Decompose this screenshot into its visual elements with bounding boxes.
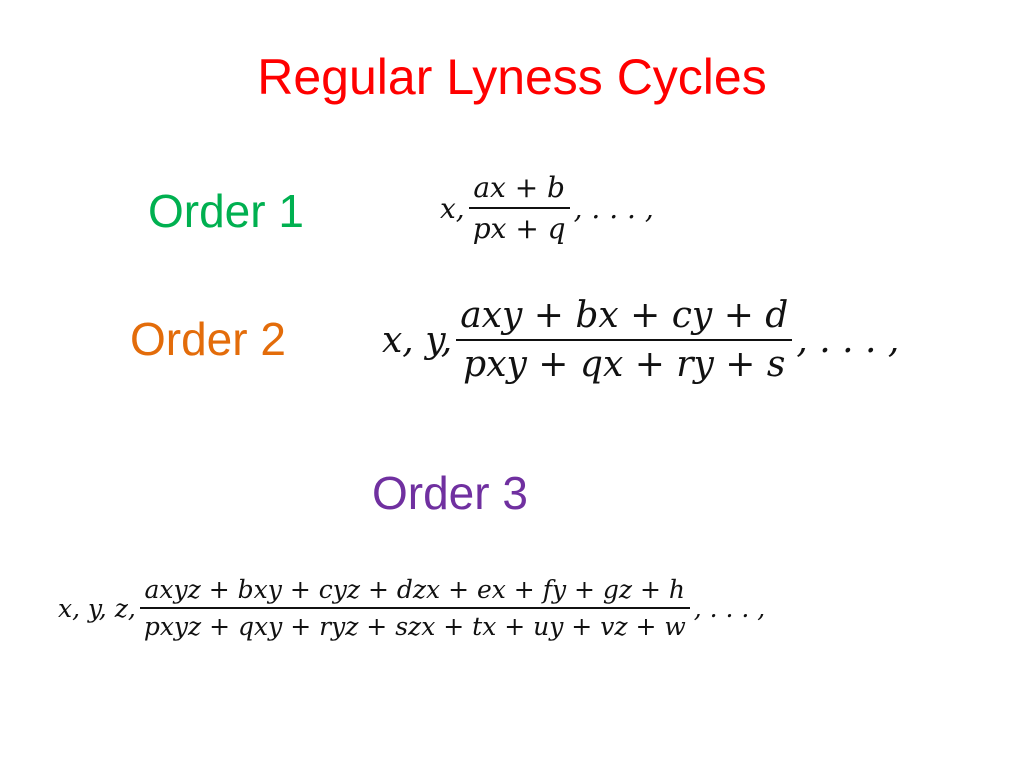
order-1-label: Order 1 (148, 185, 304, 237)
order-2-numerator: axy + bx + cy + d (460, 295, 789, 336)
order-3-formula: x, y, z, axyz + bxy + cyz + dzx + ex + f… (58, 562, 765, 654)
order-2-label: Order 2 (130, 313, 286, 365)
order-2-denominator: pxy + qx + ry + s (463, 344, 786, 385)
order-1-formula-prefix: x, (440, 191, 465, 225)
order-1-formula: x, ax + b px + q , . . . , (440, 160, 654, 256)
order-1-fraction-bar (468, 207, 570, 209)
order-3-denominator: pxyz + qxy + ryz + szx + tx + uy + vz + … (143, 611, 686, 641)
order-3-formula-suffix: , . . . , (693, 593, 766, 623)
order-3-fraction-bar (139, 607, 690, 609)
order-1-denominator: px + q (472, 212, 566, 245)
order-2-formula-prefix: x, y, (382, 319, 453, 361)
order-3-label: Order 3 (372, 467, 528, 519)
slide-title: Regular Lyness Cycles (257, 49, 767, 105)
order-3-formula-prefix: x, y, z, (58, 593, 136, 623)
order-1-fraction: ax + b px + q (468, 171, 570, 245)
order-2-fraction-bar (456, 339, 793, 341)
order-2-formula-suffix: , . . . , (796, 319, 900, 361)
order-1-formula-suffix: , . . . , (573, 191, 654, 225)
order-1-numerator: ax + b (473, 171, 565, 204)
order-3-numerator: axyz + bxy + cyz + dzx + ex + fy + gz + … (144, 575, 686, 605)
order-3-fraction: axyz + bxy + cyz + dzx + ex + fy + gz + … (139, 575, 690, 641)
order-2-formula: x, y, axy + bx + cy + d pxy + qx + ry + … (382, 283, 899, 397)
order-2-fraction: axy + bx + cy + d pxy + qx + ry + s (456, 295, 793, 385)
